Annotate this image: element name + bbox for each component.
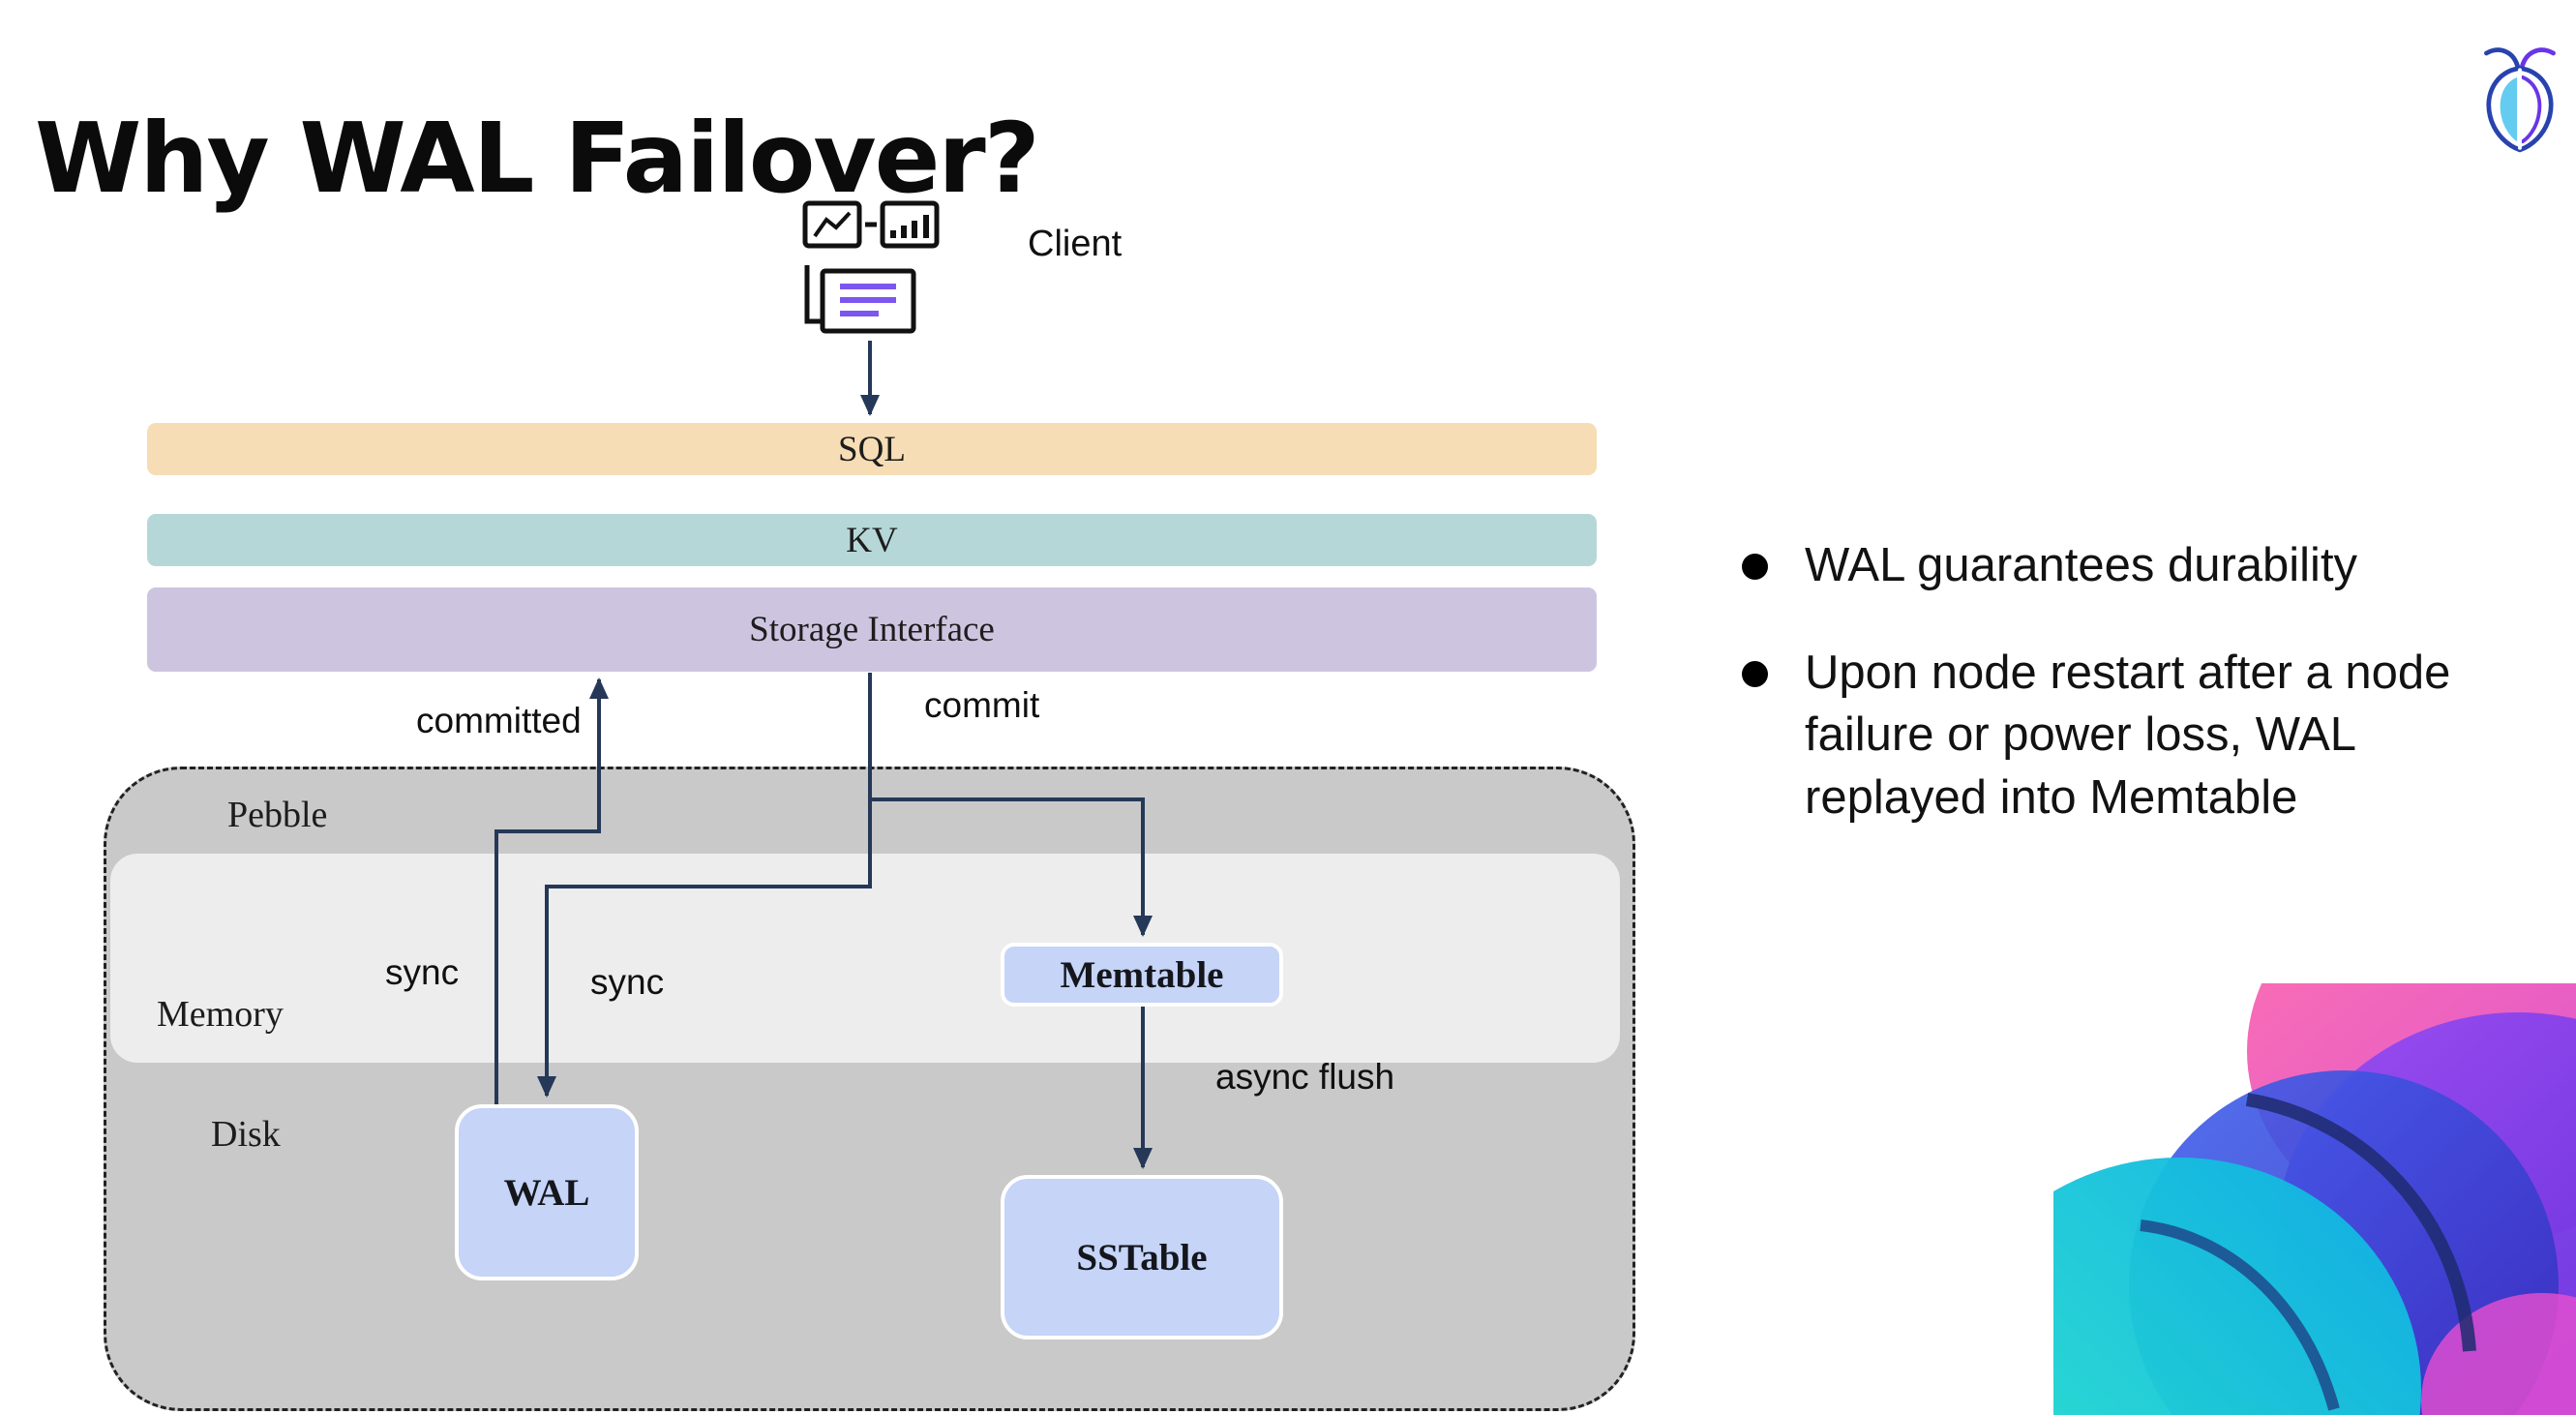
bullet-item: WAL guarantees durability	[1742, 534, 2576, 597]
edge-label-sync-out: sync	[385, 952, 460, 992]
bullet-text-durability: WAL guarantees durability	[1805, 539, 2358, 591]
bar-chart-glyph	[890, 215, 929, 238]
memory-band	[110, 854, 1620, 1063]
cockroachdb-logo-icon	[2484, 47, 2556, 153]
edge-label-sync-in: sync	[590, 962, 665, 1002]
window-bracket	[804, 265, 826, 324]
bullet-item: Upon node restart after a node failure o…	[1742, 642, 2576, 829]
decorative-flower-graphic	[2053, 983, 2576, 1415]
bullet-dot	[1742, 660, 1768, 687]
sstable-node: SSTable	[1001, 1175, 1283, 1340]
memtable-node: Memtable	[1001, 943, 1283, 1007]
edge-label-committed: committed	[416, 701, 582, 740]
leaf-outline-1	[2245, 1093, 2476, 1352]
wal-label: WAL	[503, 1171, 590, 1214]
memory-label: Memory	[157, 994, 284, 1035]
disk-label: Disk	[211, 1114, 281, 1155]
bullet-dot	[1742, 554, 1768, 580]
leaf-outline-2	[2140, 1219, 2340, 1411]
edge-label-commit: commit	[924, 685, 1040, 725]
storage-interface-label: Storage Interface	[749, 610, 995, 649]
logo-inner-left-petal	[2500, 76, 2518, 142]
pebble-label: Pebble	[227, 795, 328, 835]
edge-label-async-flush: async flush	[1215, 1057, 1395, 1097]
storage-interface-layer-bar: Storage Interface	[147, 587, 1597, 672]
bullet-text-replay: Upon node restart after a node failure o…	[1805, 646, 2451, 825]
client-label: Client	[1028, 224, 1123, 264]
sql-layer-label: SQL	[838, 429, 906, 469]
kv-layer-bar: KV	[147, 514, 1597, 566]
client-icon	[802, 200, 940, 334]
flower-petals	[2053, 983, 2576, 1415]
logo-left-antenna	[2484, 47, 2521, 71]
bullet-list: WAL guarantees durability Upon node rest…	[1742, 534, 2576, 874]
sql-layer-bar: SQL	[147, 423, 1597, 475]
slide-title: Why WAL Failover?	[35, 102, 1040, 215]
logo-inner-right-petal	[2520, 75, 2542, 144]
document-text-lines	[840, 284, 896, 316]
sstable-label: SSTable	[1076, 1236, 1208, 1279]
line-chart-glyph	[813, 211, 852, 238]
kv-layer-label: KV	[846, 520, 898, 560]
wal-node: WAL	[455, 1104, 639, 1280]
memtable-label: Memtable	[1060, 953, 1224, 996]
logo-right-antenna	[2519, 47, 2556, 71]
